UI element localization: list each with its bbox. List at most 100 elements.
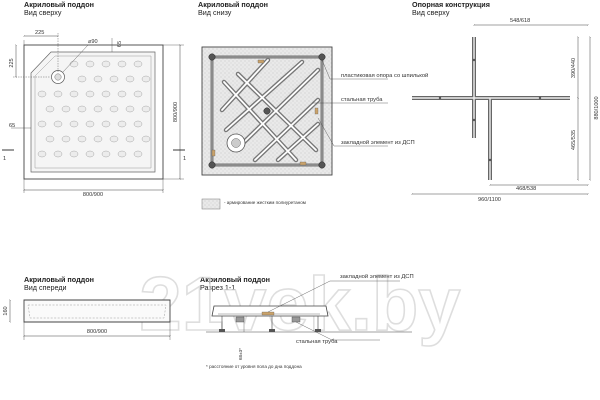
anti-slip-dot — [117, 60, 127, 68]
anti-slip-dot — [77, 75, 87, 83]
anti-slip-dot — [125, 105, 135, 113]
dim-225-top: 225 — [35, 30, 44, 36]
dim-960-1100: 960/1100 — [478, 197, 501, 203]
frame-drawing: 548/618 390/440 880/1000 465/535 468/538… — [411, 18, 600, 203]
frame-pipes — [412, 37, 570, 180]
anti-slip-pattern — [37, 60, 151, 158]
anti-slip-dot — [117, 120, 127, 128]
anti-slip-dot — [101, 90, 111, 98]
bottom-view-title-block: Акриловый поддон Вид снизу — [198, 1, 268, 17]
support-foot-icon — [208, 161, 216, 169]
anti-slip-dot — [45, 135, 55, 143]
dim-800-900-height: 800/900 — [173, 102, 179, 122]
anti-slip-dot — [125, 135, 135, 143]
bottom-view-drawing: пластиковая опора со шпилькой стальная т… — [201, 46, 428, 210]
top-view-drawing: 225 225 ⌀90 65 65 800/900 800/900 1 1 — [2, 30, 186, 198]
bottom-view-title: Акриловый поддон — [198, 0, 268, 9]
dim-465-535: 465/535 — [571, 130, 577, 150]
anti-slip-dot — [61, 135, 71, 143]
section-callout-pipe: стальная труба — [296, 339, 338, 345]
anti-slip-dot — [37, 90, 47, 98]
dim-468-538: 468/538 — [516, 186, 536, 192]
bottom-view-subtitle: Вид снизу — [198, 8, 232, 17]
anti-slip-dot — [69, 90, 79, 98]
anti-slip-dot — [77, 135, 87, 143]
anti-slip-dot — [109, 105, 119, 113]
drain-icon — [54, 73, 62, 81]
front-tray-body — [23, 299, 171, 323]
section-pipe-icon — [291, 316, 301, 323]
anti-slip-dot — [141, 105, 151, 113]
anti-slip-dot — [93, 75, 103, 83]
top-view-subtitle: Вид сверху — [24, 8, 62, 17]
support-foot-icon — [318, 53, 326, 61]
footnote: * расстояние от уровня пола до дна поддо… — [206, 364, 302, 369]
dim-225-side: 225 — [9, 58, 15, 67]
section-title-block: Акриловый поддон Разрез 1-1 — [200, 276, 270, 292]
anti-slip-dot — [101, 60, 111, 68]
frame-bolts — [438, 58, 542, 162]
dim-68: 68±3* — [238, 348, 243, 360]
anti-slip-dot — [53, 90, 63, 98]
anti-slip-dot — [109, 75, 119, 83]
anti-slip-dot — [45, 105, 55, 113]
front-view-title-block: Акриловый поддон Вид спереди — [24, 276, 94, 292]
anti-slip-dot — [133, 90, 143, 98]
callout-plastic-support: пластиковая опора со шпилькой — [341, 72, 428, 79]
dim-548-618: 548/618 — [510, 18, 530, 24]
anti-slip-dot — [117, 90, 127, 98]
anti-slip-dot — [117, 150, 127, 158]
anti-slip-dot — [69, 60, 79, 68]
support-foot-icon — [263, 107, 271, 115]
dim-160: 160 — [3, 306, 9, 315]
section-callout-chipboard: закладной элемент из ДСП — [340, 273, 414, 280]
anti-slip-dot — [93, 105, 103, 113]
legend-swatch — [201, 198, 221, 210]
dim-front-800-900: 800/900 — [87, 329, 107, 335]
anti-slip-dot — [53, 150, 63, 158]
frame-title-block: Опорная конструкция Вид сверху — [412, 1, 490, 17]
support-foot-icon — [318, 161, 326, 169]
anti-slip-dot — [133, 120, 143, 128]
anti-slip-dot — [37, 120, 47, 128]
anti-slip-dot — [109, 135, 119, 143]
frame-title: Опорная конструкция — [412, 0, 490, 9]
anti-slip-dot — [77, 105, 87, 113]
support-foot-icon — [208, 53, 216, 61]
anti-slip-dot — [85, 150, 95, 158]
anti-slip-dot — [133, 150, 143, 158]
section-drawing: 68±3* закладной элемент из ДСП стальная … — [206, 273, 414, 369]
anti-slip-dot — [141, 135, 151, 143]
dim-800-900-width: 800/900 — [83, 192, 103, 198]
callout-chipboard: закладной элемент из ДСП — [341, 139, 415, 146]
plastic-support-feet — [208, 53, 326, 169]
section-mark-left: 1 — [3, 156, 6, 162]
anti-slip-dot — [133, 60, 143, 68]
dim-65-side: 65 — [9, 123, 15, 129]
legend-text: - армирование жестким полиуретаном — [224, 200, 306, 205]
anti-slip-dot — [53, 120, 63, 128]
section-chipboard-icon — [261, 311, 275, 316]
callout-steel-pipe: стальная труба — [341, 97, 383, 103]
anti-slip-dot — [101, 120, 111, 128]
front-view-title: Акриловый поддон — [24, 275, 94, 284]
watermark-text: 21vek.by — [139, 262, 460, 347]
anti-slip-dot — [125, 75, 135, 83]
anti-slip-dot — [93, 135, 103, 143]
anti-slip-dot — [85, 60, 95, 68]
dim-880-1000: 880/1000 — [594, 96, 600, 119]
anti-slip-dot — [101, 150, 111, 158]
top-view-title: Акриловый поддон — [24, 0, 94, 9]
top-view-title-block: Акриловый поддон Вид сверху — [24, 1, 94, 17]
anti-slip-dot — [69, 150, 79, 158]
section-mark-right: 1 — [183, 156, 186, 162]
anti-slip-dot — [69, 120, 79, 128]
section-title: Акриловый поддон — [200, 275, 270, 284]
anti-slip-dot — [85, 120, 95, 128]
anti-slip-dot — [61, 105, 71, 113]
anti-slip-dot — [141, 75, 151, 83]
anti-slip-dot — [37, 150, 47, 158]
front-view-drawing: 160 800/900 — [3, 299, 171, 340]
